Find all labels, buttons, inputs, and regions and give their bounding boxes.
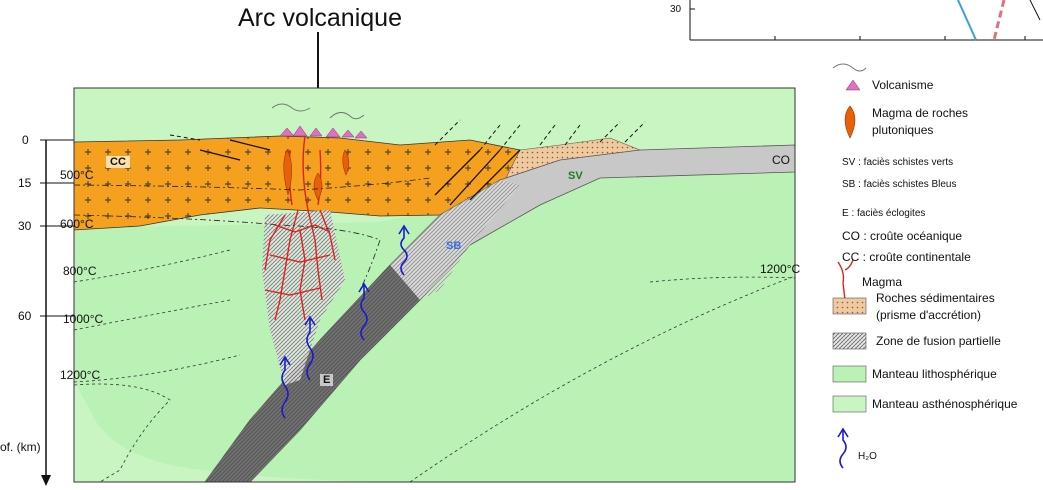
legend-astheno: Manteau asthénosphérique [872, 397, 1018, 411]
faults [199, 139, 521, 206]
volcanoes [279, 125, 368, 139]
isotherm-500: 500°C [60, 168, 94, 182]
depth-tick-15: 15 [18, 176, 32, 190]
depth-axis-label: of. (km) [0, 440, 41, 454]
legend-h2o: H₂O [858, 451, 877, 462]
legend-fusion: Zone de fusion partielle [876, 334, 1001, 348]
legend-e: E : faciès éclogites [842, 208, 926, 219]
isotherm-lines [73, 177, 431, 291]
depth-tick-30: 30 [18, 219, 32, 233]
magma-network [264, 135, 336, 321]
section-frame [73, 87, 796, 483]
legend-co: CO : croûte océanique [842, 229, 963, 243]
isotherm-1200-right: 1200°C [760, 262, 801, 276]
label-cc: CC [106, 156, 130, 168]
inset-tick-label: 30 [670, 4, 682, 15]
smoke [271, 103, 365, 120]
partial-melt-zone [262, 210, 345, 385]
legend [832, 63, 867, 469]
legend-sv: SV : faciès schistes verts [842, 157, 954, 168]
label-sb: SB [446, 240, 462, 252]
diagram-title: Arc volcanique [238, 4, 402, 32]
isotherm-800: 800°C [63, 264, 97, 278]
legend-sb: SB : faciès schistes Bleus [842, 179, 957, 190]
legend-pluton-2: plutoniques [872, 123, 934, 137]
isotherm-600: 600°C [60, 217, 94, 231]
legend-volcanism: Volcanisme [872, 78, 934, 92]
legend-litho: Manteau lithosphérique [872, 367, 997, 381]
legend-pluton-1: Magma de roches [872, 106, 969, 120]
label-sv: SV [568, 170, 583, 182]
label-e: E [320, 374, 334, 386]
isotherm-1000: 1000°C [63, 312, 104, 326]
legend-magma: Magma [862, 275, 903, 289]
legend-cc: CC : croûte continentale [842, 250, 971, 264]
h2o-arrows [279, 224, 410, 419]
label-co: CO [772, 153, 790, 167]
depth-axis [40, 139, 74, 486]
legend-sediments-2: (prisme d'accrétion) [876, 308, 981, 322]
isotherm-1200-left: 1200°C [60, 368, 101, 382]
inset-chart-fragment [689, 0, 1043, 41]
legend-sediments-1: Roches sédimentaires [876, 291, 995, 305]
lithospheric-mantle [74, 172, 795, 482]
depth-tick-60: 60 [18, 309, 32, 323]
depth-tick-0: 0 [22, 133, 29, 147]
